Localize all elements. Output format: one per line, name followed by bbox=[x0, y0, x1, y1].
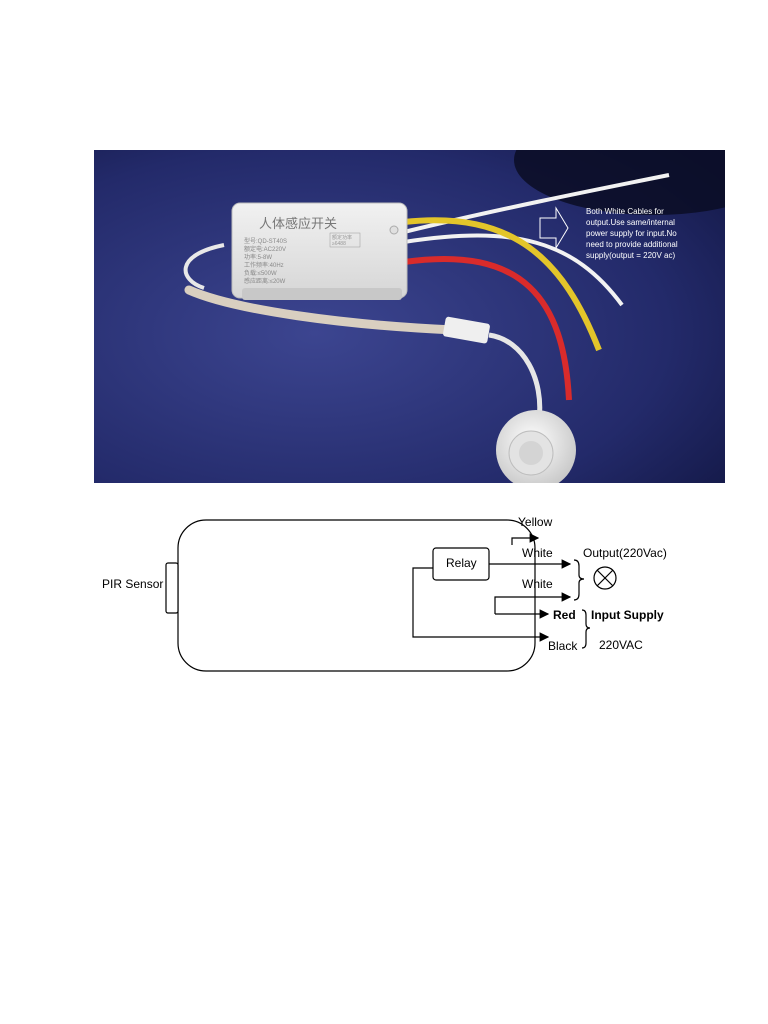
device-spec-0: 型号:QD-ST40S bbox=[244, 237, 287, 245]
yellow-wire-label: Yellow bbox=[518, 515, 553, 529]
annotation-text: Both White Cables for output.Use same/in… bbox=[586, 207, 678, 260]
output-brace bbox=[573, 559, 585, 601]
red-wire bbox=[403, 255, 572, 401]
output-label: Output(220Vac) bbox=[583, 546, 667, 560]
annotation-line-4: supply(output = 220V ac) bbox=[586, 251, 676, 260]
thin-sensor-cable bbox=[183, 243, 225, 290]
annotation-line-3: need to provide additional bbox=[586, 240, 678, 249]
input-voltage-label: 220VAC bbox=[599, 638, 643, 652]
annotation-line-0: Both White Cables for bbox=[586, 207, 664, 216]
annotation-arrow bbox=[539, 206, 569, 250]
device-label-cn: 人体感应开关 bbox=[259, 216, 337, 232]
yellow-wire bbox=[403, 217, 602, 352]
wiring-diagram: PIR Sensor Relay Yellow White White Red … bbox=[102, 515, 667, 672]
pir-dome bbox=[496, 410, 576, 483]
relay-label: Relay bbox=[446, 556, 477, 570]
device-spec-1: 额定电:AC220V bbox=[244, 245, 286, 253]
photo-shadow bbox=[514, 150, 725, 215]
device-photo: 人体感应开关 型号:QD-ST40S 额定电:AC220V 功率:5-8W 工作… bbox=[94, 150, 725, 483]
yellow-wire-line bbox=[511, 533, 540, 545]
device-spec-2: 功率:5-8W bbox=[244, 253, 272, 261]
white-wire-top bbox=[403, 173, 670, 234]
white2-wire-line bbox=[494, 592, 572, 614]
black-wire-line bbox=[412, 567, 550, 642]
pir-sensor-label: PIR Sensor bbox=[102, 577, 163, 591]
pir-sensor-tab bbox=[165, 562, 179, 614]
device-spec-4: 负载:≤500W bbox=[244, 269, 277, 277]
annotation-line-1: output.Use same/internal bbox=[586, 218, 675, 227]
white2-wire-label: White bbox=[522, 577, 553, 591]
sensor-wire bbox=[488, 332, 543, 421]
braided-cable bbox=[184, 285, 459, 335]
white-wire-mid bbox=[403, 233, 624, 307]
red-wire-label: Red bbox=[553, 608, 576, 622]
input-brace bbox=[581, 609, 591, 649]
device-cert-1: ≥6488 bbox=[332, 241, 346, 247]
white1-wire-label: White bbox=[522, 546, 553, 560]
lamp-symbol bbox=[593, 566, 617, 590]
black-wire-label: Black bbox=[548, 639, 578, 653]
connector-plug bbox=[443, 316, 490, 344]
device-spec-3: 工作频率:40Hz bbox=[244, 261, 284, 269]
device-spec-5: 感应距离:≤20W bbox=[244, 277, 286, 285]
device-cert-0: 额定功率 bbox=[332, 234, 352, 241]
switch-module: 人体感应开关 型号:QD-ST40S 额定电:AC220V 功率:5-8W 工作… bbox=[231, 202, 408, 300]
switch-body bbox=[177, 519, 536, 672]
annotation-line-2: power supply for input.No bbox=[586, 229, 677, 238]
input-supply-label: Input Supply bbox=[591, 608, 664, 622]
